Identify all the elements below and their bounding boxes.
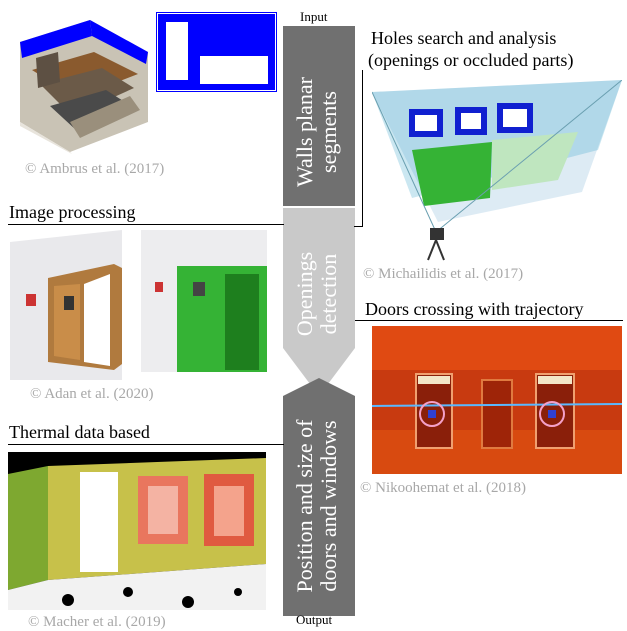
door-detected-image	[141, 230, 267, 372]
connector-image-processing	[8, 224, 284, 225]
method-thermal: Thermal data based	[9, 422, 150, 442]
output-label: Output	[296, 612, 333, 627]
connector-holes-horizontal	[354, 226, 363, 227]
door-photo-image	[10, 230, 130, 380]
credit-nikoohemat: © Nikoohemat et al. (2018)	[360, 480, 526, 496]
connector-doors-crossing	[355, 320, 623, 321]
pipeline-arrows	[283, 26, 355, 616]
credit-michailidis: © Michailidis et al. (2017)	[363, 266, 524, 282]
scanner-pointcloud-image	[372, 80, 622, 261]
method-holes-search-line-1: Holes search and analysis	[371, 28, 557, 48]
connector-thermal	[8, 444, 284, 445]
wall-segment-mask-image	[156, 12, 277, 92]
connector-holes-vertical	[362, 70, 363, 226]
step-openings-block	[283, 208, 355, 348]
doors-trajectory-image	[372, 326, 622, 474]
method-holes-search-line-2: (openings or occluded parts)	[368, 50, 574, 70]
step-walls-block	[283, 26, 355, 206]
step-output-block	[283, 378, 355, 616]
credit-macher: © Macher et al. (2019)	[28, 614, 166, 630]
input-label: Input	[300, 9, 328, 24]
credit-adan: © Adan et al. (2020)	[30, 386, 154, 402]
method-doors-crossing: Doors crossing with trajectory	[365, 299, 584, 319]
credit-ambrus: © Ambrus et al. (2017)	[25, 161, 165, 177]
thermal-pointcloud-image	[8, 452, 266, 610]
step-openings-arrowhead	[283, 348, 355, 396]
room-pointcloud-image	[20, 20, 148, 154]
method-image-processing: Image processing	[9, 202, 136, 222]
